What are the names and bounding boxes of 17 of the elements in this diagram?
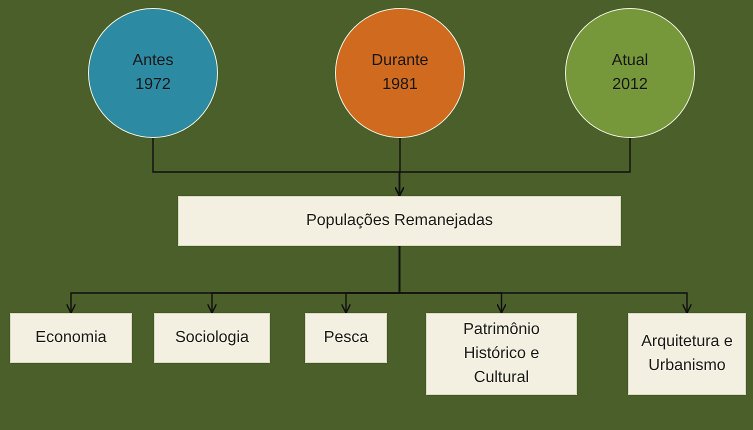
connector-arrow — [398, 246, 692, 314]
text-box — [305, 313, 387, 363]
text-box — [628, 313, 746, 395]
node-label: Pesca — [322, 328, 370, 348]
node-label: Antes 1972 — [132, 51, 174, 95]
node-label: Economia — [34, 328, 108, 348]
node-label: Atual 2012 — [610, 51, 650, 95]
text-box — [178, 196, 621, 246]
node-label: Arquitetura e Urbanismo — [640, 332, 734, 376]
node-label: Populações Remanejadas — [305, 211, 494, 231]
text-box — [154, 313, 270, 363]
node-label: Patrimônio Histórico e Cultural — [462, 320, 541, 388]
node-label: Sociologia — [174, 328, 250, 348]
node-label: Durante 1981 — [370, 51, 430, 95]
connector-arrow — [394, 138, 631, 197]
text-box — [426, 313, 577, 395]
text-box — [10, 313, 132, 363]
